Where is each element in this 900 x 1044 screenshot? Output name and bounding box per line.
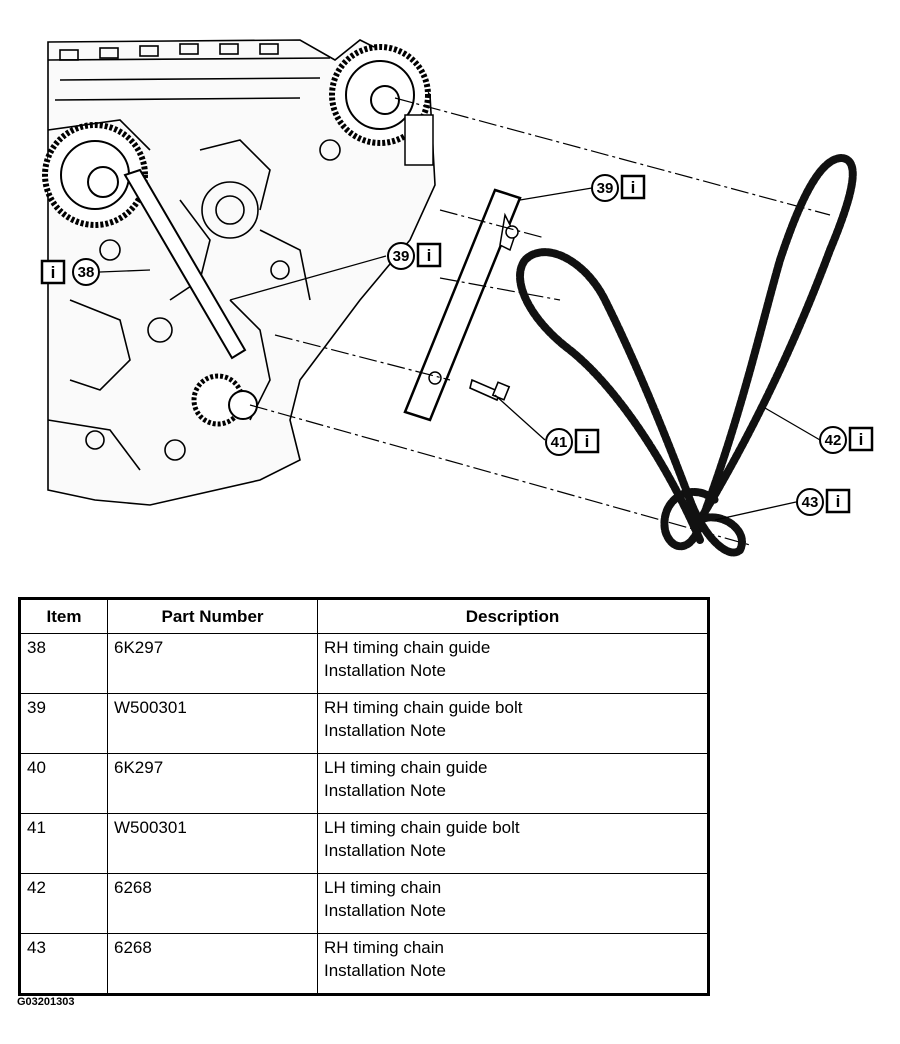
callout-39: 39 i	[387, 242, 442, 270]
cell-item: 38	[19, 633, 108, 694]
info-icon	[416, 242, 442, 268]
table-header-row: Item Part Number Description	[19, 598, 709, 634]
parts-table: Item Part Number Description 38 6K297 RH…	[18, 597, 710, 996]
callout-number: 39	[597, 180, 614, 197]
leader-lines	[99, 187, 821, 521]
svg-text:i: i	[585, 432, 590, 451]
cell-part-number: W500301	[107, 813, 318, 874]
installation-note-link[interactable]: Installation Note	[324, 721, 446, 740]
cell-item: 43	[19, 933, 108, 995]
callout-42: 42 i	[819, 426, 874, 454]
cell-part-number: 6268	[107, 933, 318, 995]
info-icon	[825, 488, 851, 514]
info-icon	[620, 174, 646, 200]
lh-timing-chain-guide	[403, 188, 522, 422]
callout-number: 38	[78, 264, 95, 281]
callout-number: 39	[393, 248, 410, 265]
svg-text:i: i	[859, 430, 864, 449]
header-description: Description	[317, 598, 709, 634]
callout-43: 43 i	[796, 488, 851, 516]
info-icon	[574, 428, 600, 454]
info-icon	[40, 259, 66, 285]
description-text: LH timing chain	[324, 878, 442, 897]
svg-text:i: i	[427, 246, 432, 265]
svg-text:i: i	[836, 492, 841, 511]
callout-number: 42	[825, 432, 842, 449]
installation-note-link[interactable]: Installation Note	[324, 901, 446, 920]
header-part-number: Part Number	[107, 598, 318, 634]
cell-part-number: W500301	[107, 693, 318, 754]
callout-41: 41 i	[545, 428, 600, 456]
info-icon	[848, 426, 874, 452]
cell-part-number: 6K297	[107, 633, 318, 694]
description-text: LH timing chain guide bolt	[324, 818, 520, 837]
timing-chains	[516, 153, 857, 557]
installation-note-link[interactable]: Installation Note	[324, 961, 446, 980]
cell-item: 42	[19, 873, 108, 934]
exploded-view-diagram: 39 i 39 i i 38 41 i 42 i 43 i	[40, 39, 874, 557]
description-text: RH timing chain	[324, 938, 444, 957]
installation-note-link[interactable]: Installation Note	[324, 781, 446, 800]
rh-guide-installed	[123, 168, 247, 360]
crank-sprocket	[191, 373, 258, 427]
lh-cam-sprocket	[42, 122, 148, 228]
projection-lines	[249, 97, 831, 546]
callout-number: 43	[802, 494, 819, 511]
description-text: LH timing chain guide	[324, 758, 488, 777]
engine-block	[47, 39, 436, 506]
cell-item: 40	[19, 753, 108, 814]
rh-cam-sprocket	[329, 44, 434, 166]
cell-item: 41	[19, 813, 108, 874]
rh-timing-chain	[516, 248, 746, 557]
installation-note-link[interactable]: Installation Note	[324, 661, 446, 680]
cell-item: 39	[19, 693, 108, 754]
callout-40: 39 i	[591, 174, 646, 202]
description-text: RH timing chain guide	[324, 638, 491, 657]
callout-38: i 38	[40, 258, 100, 286]
header-item: Item	[19, 598, 108, 634]
lh-timing-chain-guide-bolt	[469, 378, 511, 402]
callout-number: 41	[551, 434, 568, 451]
cell-part-number: 6268	[107, 873, 318, 934]
figure-code: G03201303	[17, 996, 75, 1008]
svg-text:i: i	[631, 178, 636, 197]
installation-note-link[interactable]: Installation Note	[324, 841, 446, 860]
cell-part-number: 6K297	[107, 753, 318, 814]
lh-timing-chain	[660, 153, 857, 551]
description-text: RH timing chain guide bolt	[324, 698, 523, 717]
svg-text:i: i	[51, 263, 56, 282]
